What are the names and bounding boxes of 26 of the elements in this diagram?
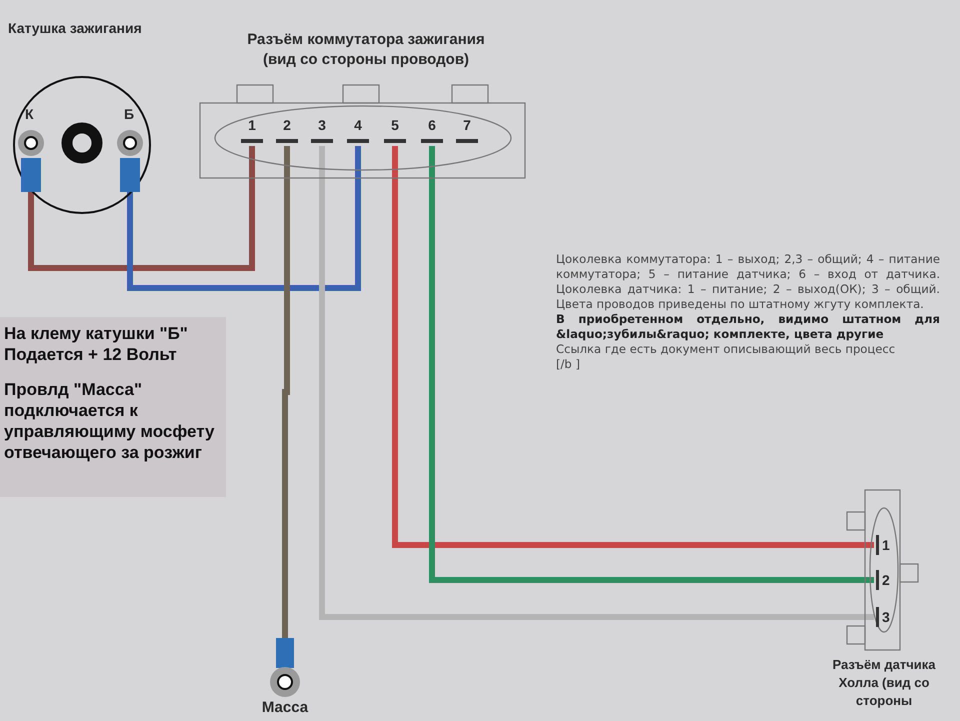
note-text: Провлд "Масса" подключается к управляющиму мосфету отвечающего за розжиг [4,379,216,463]
pin-number: 1 [247,116,257,134]
note-text: На клему катушки "Б" Подается + 12 Вольт [4,323,189,365]
pin-number: 3 [317,116,327,134]
pin-number: 1 [882,536,890,554]
pin-number: 2 [282,116,292,134]
note-text: Ссылка где есть документ описывающий весь процесс [556,342,896,357]
coil-heading: Катушка зажигания [8,20,142,36]
note-text: [/b ] [556,357,581,372]
terminal-label: Б [124,106,134,122]
wire [319,146,874,620]
pin-number: 5 [390,116,400,134]
wire [127,146,361,291]
note-text: Цоколевка коммутатора: 1 – выход; 2,3 – общий; 4 – питание коммутатора; 5 – питание датчика; 6 – вход от датчика. Цоколевка датчика: 1 – питание; 2 – выход(ОК); 3 – общий. Цвета проводов приведены по штатному жгуту комплекта. [556,252,940,312]
wire [28,146,255,271]
ground-label: Масса [260,699,310,717]
pin-number: 7 [462,116,472,134]
pin-number: 3 [882,608,890,626]
pin-number: 6 [427,116,437,134]
terminal-label: К [25,106,34,122]
note-text: В приобретенном отдельно, видимо штатном для &laquo;зубилы&raquo; комплекте, цвета другие [556,312,940,342]
connector-heading: Разъём коммутатора зажигания (вид со стороны проводов) [246,30,486,70]
wire [282,146,290,638]
pin-number: 2 [882,571,890,589]
pin-number: 4 [353,116,363,134]
connector-heading: Разъём датчика Холла (вид со стороны [831,656,937,710]
